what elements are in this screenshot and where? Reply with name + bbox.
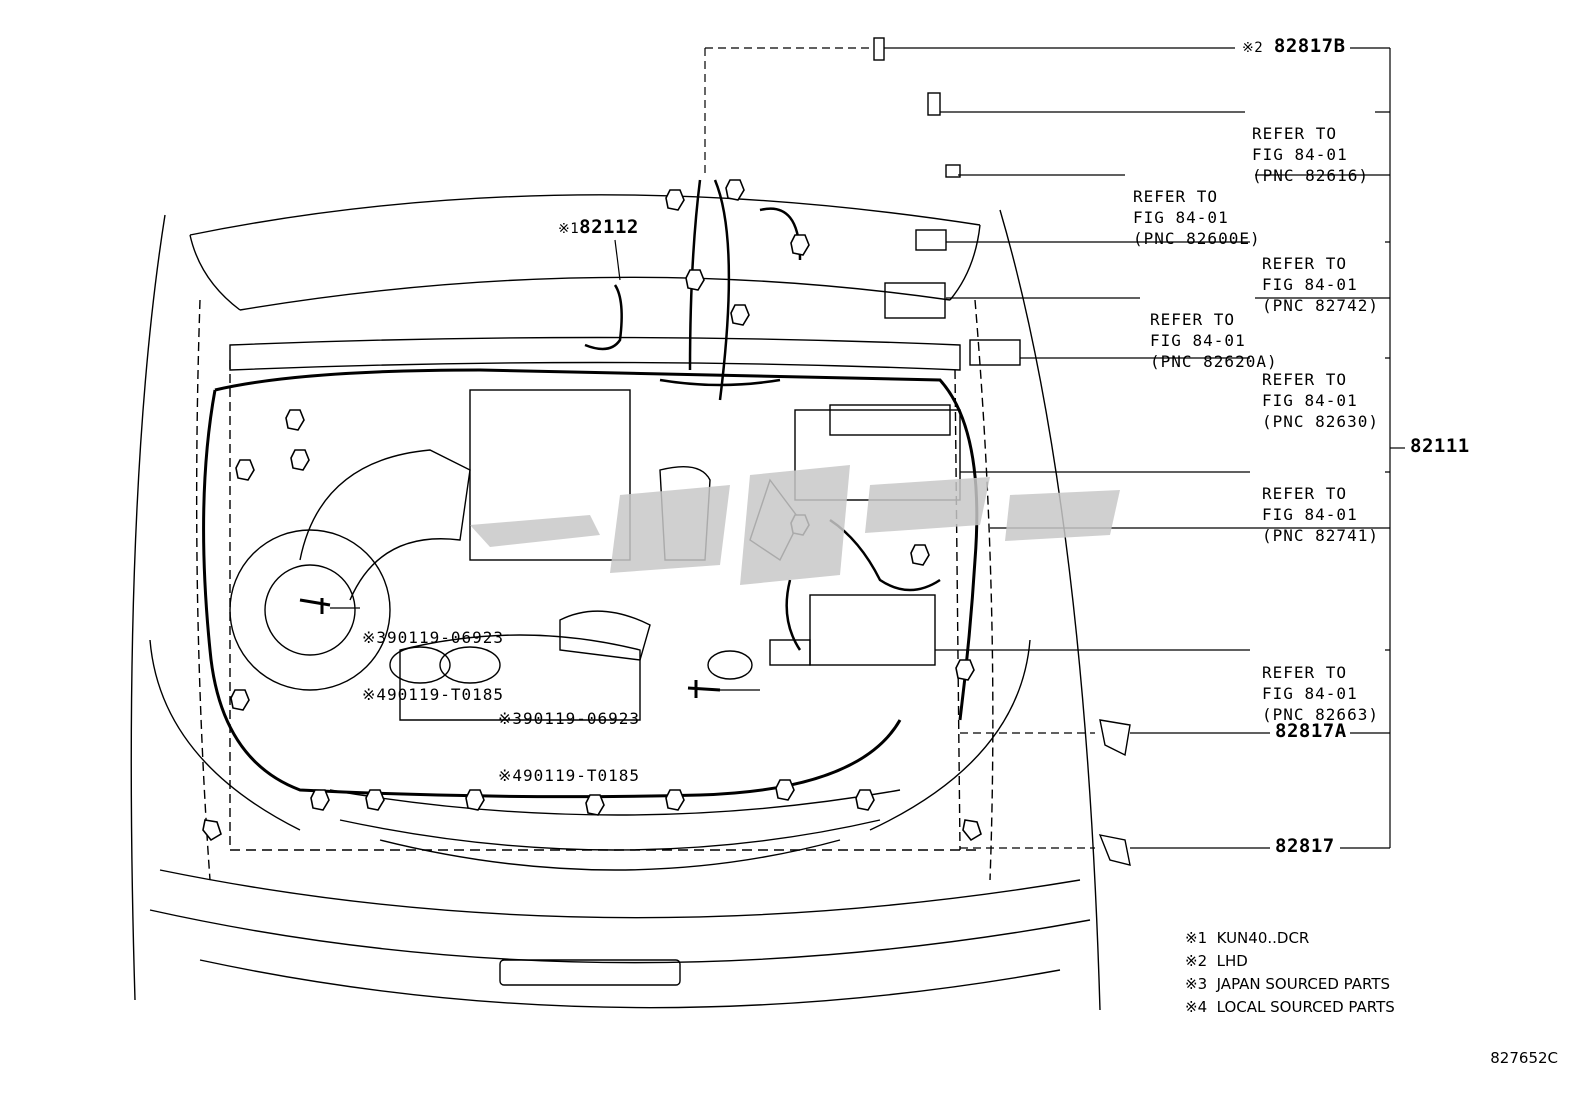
radiator-cap	[707, 650, 753, 680]
intake-duct	[299, 449, 471, 601]
legend-item-2: ※2 LHD	[1185, 952, 1248, 970]
relay-block-82663	[809, 594, 936, 666]
clip-82817	[1098, 834, 1131, 866]
cap-left	[389, 646, 451, 684]
connector-82620a	[884, 282, 946, 319]
watermark-logo	[470, 465, 1120, 585]
leader-82817b	[704, 47, 870, 175]
part-number-82111: 82111	[1410, 435, 1470, 457]
engine-block	[469, 389, 631, 561]
connector-82630	[969, 339, 1021, 366]
legend: ※1 KUN40..DCR ※2 LHD ※3 JAPAN SOURCED PA…	[1185, 927, 1395, 1019]
bolt-lower	[687, 680, 721, 698]
connector-82742	[915, 229, 947, 251]
bolt-upper	[299, 598, 331, 614]
connector-82600e	[945, 164, 961, 178]
headlight-left	[149, 639, 301, 831]
hood-lower-edge	[239, 276, 951, 311]
connector-82616	[927, 92, 941, 116]
figure-code: 827652C	[1490, 1049, 1558, 1067]
part-number-82112: 82112	[579, 216, 639, 238]
legend-item-1: ※1 KUN40..DCR	[1185, 929, 1310, 947]
legend-item-4: ※4 LOCAL SOURCED PARTS	[1185, 998, 1395, 1016]
fender-right	[954, 299, 994, 881]
license-plate	[499, 959, 681, 986]
bumper	[149, 869, 1091, 1009]
legend-item-3: ※3 JAPAN SOURCED PARTS	[1185, 975, 1391, 993]
bolt-part-local-upper: ※490119-T0185	[362, 685, 504, 704]
note-marker-2: ※2	[1242, 40, 1264, 56]
note-marker-1: ※1	[558, 221, 580, 237]
cap-right	[439, 646, 501, 684]
headlight-right	[869, 639, 1031, 831]
bolt-part-japan-lower: ※390119-06923	[498, 709, 640, 728]
hood-outline	[189, 194, 981, 311]
connector-82817b	[873, 37, 885, 61]
harness-82112	[584, 284, 623, 351]
clip-82817a	[1099, 719, 1131, 757]
car-body-outline	[130, 209, 1101, 1011]
cowl	[229, 336, 961, 371]
part-number-82817: 82817	[1275, 835, 1335, 857]
bolt-part-japan-upper: ※390119-06923	[362, 628, 504, 647]
part-number-82817A: 82817A	[1275, 720, 1347, 742]
air-cleaner	[229, 529, 391, 691]
part-number-82817B: 82817B	[1273, 35, 1346, 57]
bolt-part-local-lower: ※490119-T0185	[498, 766, 640, 785]
